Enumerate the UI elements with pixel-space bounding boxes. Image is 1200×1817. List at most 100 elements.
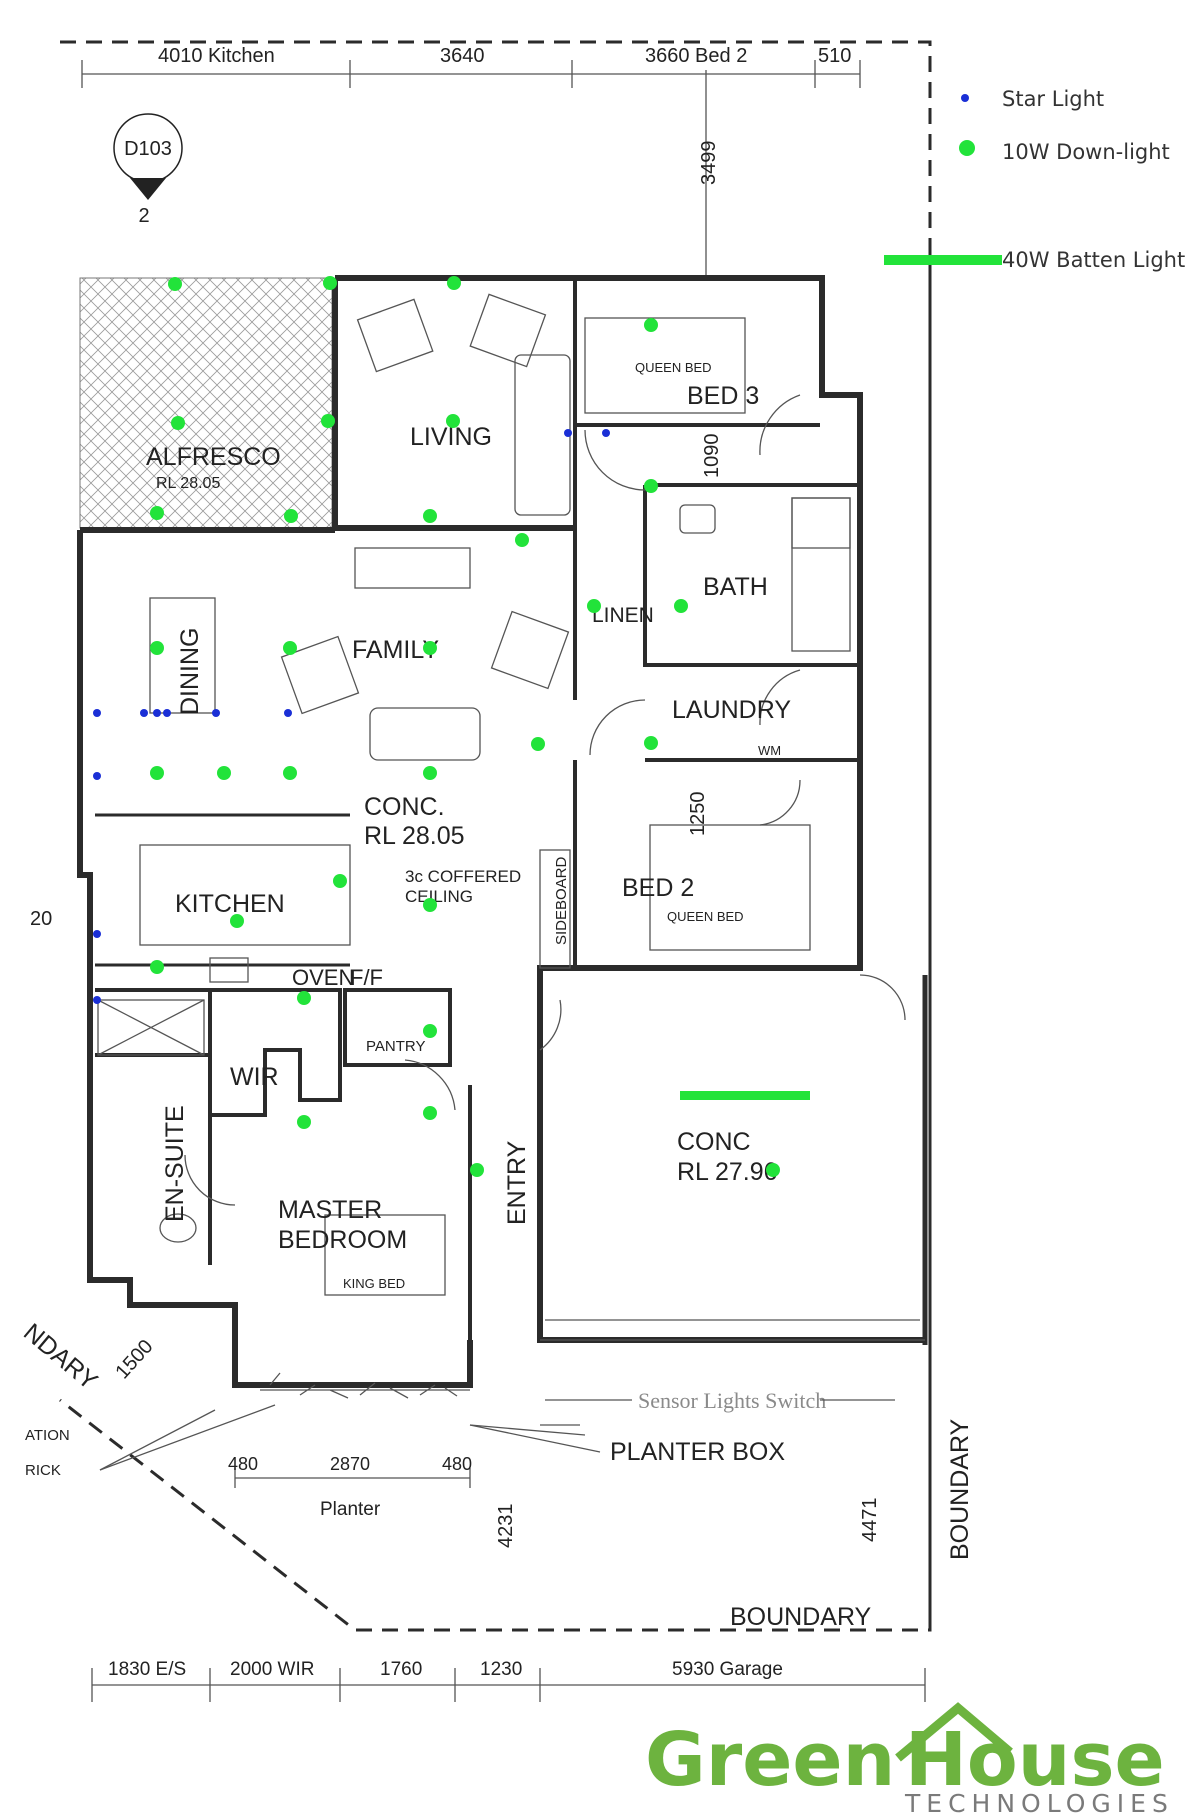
planter-dim-480b: 480: [442, 1454, 472, 1474]
downlight-marker: [674, 599, 688, 613]
downlight-layer: [150, 276, 780, 1177]
legend: Star Light 10W Down-light 40W Batten Lig…: [884, 87, 1185, 272]
room-alfresco: ALFRESCO: [146, 443, 281, 471]
room-bath: BATH: [703, 573, 768, 601]
dim-3499: 3499: [698, 141, 720, 186]
planter-dim-480a: 480: [228, 1454, 258, 1474]
alfresco-hatch: [79, 277, 333, 529]
star-light-marker: [93, 709, 101, 717]
house-roof-icon: [895, 1702, 1013, 1762]
legend-star-swatch: [961, 94, 969, 102]
greenhouse-logo: Green House TECHNOLOGIES: [645, 1702, 1174, 1817]
room-king-bed: KING BED: [343, 1276, 405, 1291]
star-light-marker: [212, 709, 220, 717]
room-ff: F/F: [350, 965, 383, 990]
door-swings: [184, 394, 906, 1206]
room-master-2: BEDROOM: [278, 1226, 407, 1254]
dim-5930-garage: 5930 Garage: [672, 1659, 783, 1680]
property-boundary: [59, 40, 932, 1632]
star-light-marker: [163, 709, 171, 717]
downlight-marker: [423, 1106, 437, 1120]
dim-4471: 4471: [859, 1498, 881, 1543]
dim-1230: 1230: [480, 1659, 522, 1680]
dim-4231: 4231: [495, 1504, 517, 1549]
room-ensuite: EN-SUITE: [161, 1105, 189, 1222]
downlight-marker: [297, 1115, 311, 1129]
bottom-dimension-labels: 1830 E/S 2000 WIR 1760 1230 5930 Garage: [108, 1659, 783, 1680]
downlight-marker: [321, 414, 335, 428]
star-light-marker: [284, 709, 292, 717]
legend-downlight-label: 10W Down-light: [1002, 140, 1170, 164]
star-light-marker: [140, 709, 148, 717]
star-light-marker: [93, 930, 101, 938]
section-marker: D103 2: [113, 113, 183, 227]
downlight-marker: [230, 914, 244, 928]
downlight-marker: [446, 414, 460, 428]
downlight-marker: [168, 277, 182, 291]
dim-3640: 3640: [440, 45, 485, 67]
star-light-marker: [93, 772, 101, 780]
downlight-marker: [423, 509, 437, 523]
star-light-layer: [93, 429, 610, 1004]
room-garage-conc: CONC: [677, 1128, 751, 1156]
downlight-marker: [283, 766, 297, 780]
dim-1830-es: 1830 E/S: [108, 1659, 186, 1680]
downlight-marker: [297, 991, 311, 1005]
room-bed3: BED 3: [687, 382, 759, 410]
planter-dim-2870: 2870: [330, 1454, 370, 1474]
downlight-marker: [423, 766, 437, 780]
room-queen-bed-bot: QUEEN BED: [667, 909, 744, 924]
marker-number: 2: [138, 205, 149, 227]
downlight-marker: [766, 1163, 780, 1177]
garage: [540, 1319, 925, 1341]
legend-downlight-swatch: [959, 140, 975, 156]
dim-2000-wir: 2000 WIR: [230, 1659, 314, 1680]
downlight-marker: [333, 874, 347, 888]
room-alfresco-rl: RL 28.05: [156, 475, 220, 492]
sensor-lights-switch: Sensor Lights Switch: [638, 1388, 826, 1413]
planter-shrubs: [260, 1372, 470, 1399]
marker-code: D103: [124, 138, 172, 160]
room-conc: CONC.: [364, 793, 445, 821]
room-linen: LINEN: [592, 604, 654, 627]
dim-1500: 1500: [111, 1336, 157, 1384]
room-master-1: MASTER: [278, 1196, 382, 1224]
note-ation: ATION: [25, 1427, 70, 1444]
top-dimension-line: [81, 60, 861, 275]
downlight-marker: [587, 599, 601, 613]
batten-light-garage: [680, 1091, 810, 1100]
note-coffered-2: CEILING: [405, 887, 473, 906]
note-coffered-1: 3c COFFERED: [405, 867, 521, 886]
downlight-marker: [150, 506, 164, 520]
annotations: Sensor Lights Switch PLANTER BOX BOUNDAR…: [18, 1318, 974, 1631]
room-oven: OVEN: [292, 965, 354, 990]
downlight-marker: [531, 737, 545, 751]
room-dining: DINING: [176, 628, 204, 716]
top-dimension-labels: 4010 Kitchen 3640 3660 Bed 2 510 3499: [158, 45, 851, 185]
room-laundry: LAUNDRY: [672, 696, 791, 724]
downlight-marker: [217, 766, 231, 780]
downlight-marker: [644, 479, 658, 493]
downlight-marker: [150, 641, 164, 655]
dim-1090: 1090: [701, 434, 723, 479]
dim-1250: 1250: [687, 792, 709, 837]
star-light-marker: [93, 996, 101, 1004]
downlight-marker: [423, 1024, 437, 1038]
exterior-walls: [77, 275, 928, 1388]
dim-20: 20: [30, 908, 52, 930]
brand-name-green: Green: [645, 1717, 895, 1803]
brand-name-house: House: [905, 1717, 1165, 1803]
star-light-marker: [564, 429, 572, 437]
room-bed2: BED 2: [622, 874, 694, 902]
downlight-marker: [284, 509, 298, 523]
legend-batten-swatch: [884, 255, 1002, 265]
downlight-marker: [323, 276, 337, 290]
planter-label: Planter: [320, 1499, 381, 1520]
brand-subtitle: TECHNOLOGIES: [904, 1789, 1174, 1817]
room-garage-rl: RL 27.96: [677, 1158, 778, 1186]
room-wir: WIR: [230, 1063, 279, 1091]
downlight-marker: [423, 898, 437, 912]
downlight-marker: [150, 960, 164, 974]
room-pantry: PANTRY: [366, 1038, 425, 1055]
